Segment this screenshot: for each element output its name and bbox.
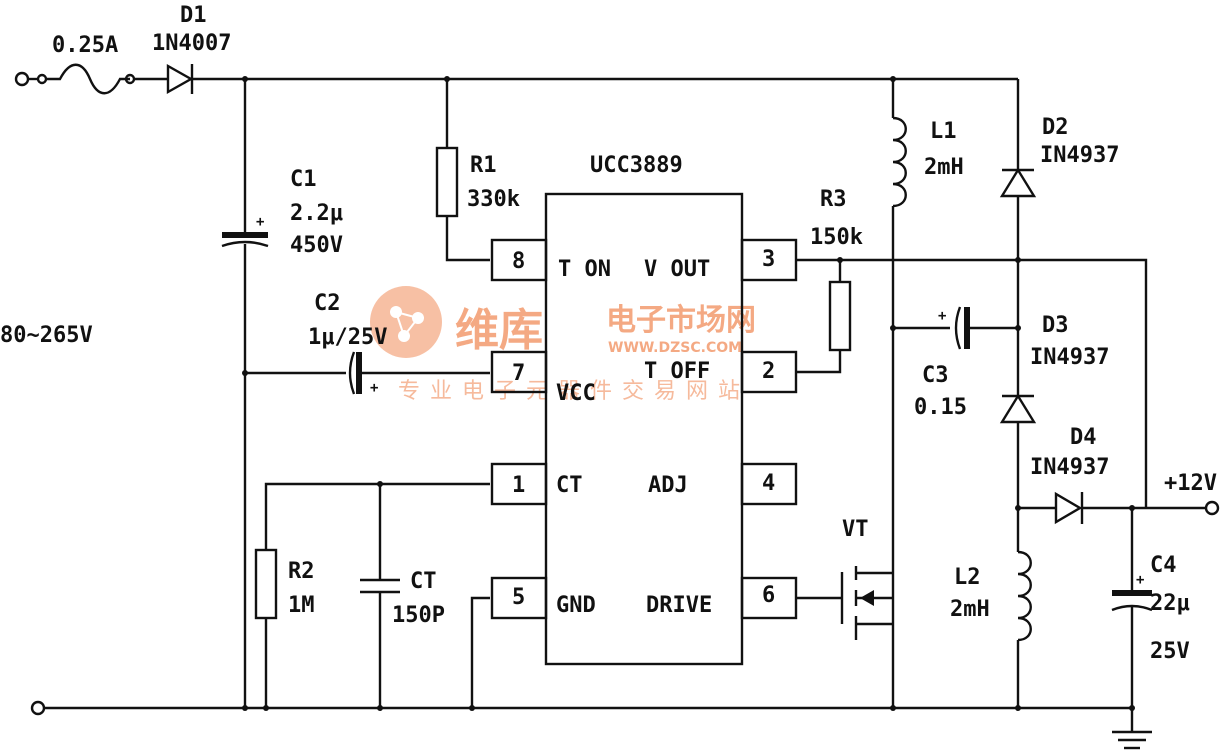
fuse-symbol (46, 63, 136, 95)
c3-ref-label: C3 (922, 363, 949, 388)
output-voltage-label: +12V (1164, 471, 1217, 496)
resistor-r2 (254, 548, 278, 620)
diode-d3 (999, 393, 1037, 424)
pin3-label: V OUT (644, 257, 710, 282)
d2-value-label: IN4937 (1040, 143, 1119, 168)
diode-d1 (166, 63, 194, 95)
l2-value-label: 2mH (950, 597, 990, 622)
ic-pin8 (490, 238, 548, 282)
pin7-label: VCC (556, 381, 596, 406)
mosfet-vt (840, 566, 895, 640)
input-voltage-label: 80~265V (0, 323, 93, 348)
fuse-rating-label: 0.25A (52, 33, 118, 58)
watermark-logo-text: 维库 (455, 305, 543, 356)
r3-ref-label: R3 (820, 187, 847, 212)
c1-voltage-label: 450V (290, 233, 343, 258)
l2-ref-label: L2 (954, 565, 981, 590)
r2-ref-label: R2 (288, 559, 315, 584)
ic-pin5 (490, 576, 548, 620)
c2-ref-label: C2 (314, 291, 341, 316)
pin4-label: ADJ (648, 473, 688, 498)
capacitor-c3: + (938, 306, 970, 350)
d3-value-label: IN4937 (1030, 345, 1109, 370)
ic-body (544, 192, 744, 666)
ic-pin7 (490, 350, 548, 394)
ic-pin4 (740, 462, 798, 506)
d1-value-label: 1N4007 (152, 31, 231, 56)
watermark-tagline: 专业电子元器件交易网站 (398, 379, 750, 404)
watermark-logo-icon (370, 286, 442, 358)
watermark-url: WWW.DZSC.COM (608, 340, 742, 356)
pin1-num: 1 (512, 473, 525, 498)
r3-value-label: 150k (810, 225, 863, 250)
diode-d2 (999, 167, 1037, 198)
wire-pin1 (264, 482, 490, 550)
pin2-label: T OFF (644, 359, 710, 384)
pin8-num: 8 (512, 249, 525, 274)
ic-name-label: UCC3889 (590, 153, 683, 178)
capacitor-c1: + (221, 214, 269, 248)
pin8-label: T ON (558, 257, 611, 282)
wire-pin5-gnd (470, 596, 490, 708)
output-terminal (1204, 500, 1220, 516)
d4-ref-label: D4 (1070, 425, 1097, 450)
d1-ref-label: D1 (180, 3, 207, 28)
pin7-num: 7 (512, 361, 525, 386)
pin4-num: 4 (762, 471, 775, 496)
watermark-market-text: 电子市场网 (606, 303, 756, 338)
l1-ref-label: L1 (930, 119, 957, 144)
pin6-num: 6 (762, 583, 775, 608)
capacitor-ct (360, 578, 400, 594)
c1-ref-label: C1 (290, 167, 317, 192)
d3-ref-label: D3 (1042, 313, 1069, 338)
diode-d4 (1054, 491, 1084, 525)
vt-ref-label: VT (842, 517, 869, 542)
watermark: 维库 电子市场网 WWW.DZSC.COM 专业电子元器件交易网站 (370, 286, 756, 404)
resistor-r1 (435, 146, 459, 218)
pin5-num: 5 (512, 585, 525, 610)
inductor-l1 (892, 116, 907, 208)
ct-ref-label: CT (410, 569, 437, 594)
input-terminal-top (14, 71, 30, 87)
ct-value-label: 150P (392, 603, 445, 628)
input-node (36, 73, 48, 85)
pin6-label: DRIVE (646, 593, 712, 618)
wire-r3-pin2 (796, 350, 842, 374)
resistor-r3 (828, 280, 852, 352)
svg-text:+: + (370, 380, 378, 396)
ic-pin1 (490, 462, 548, 506)
junction-dots (242, 76, 1135, 711)
c1-value-label: 2.2μ (290, 201, 343, 226)
pin2-num: 2 (762, 359, 775, 384)
c4-ref-label: C4 (1150, 553, 1177, 578)
pin3-num: 3 (762, 247, 775, 272)
wire-r1-pin8 (445, 216, 490, 262)
ground-icon (1112, 730, 1152, 750)
c2-value-label: 1μ/25V (308, 325, 387, 350)
r2-value-label: 1M (288, 593, 315, 618)
input-terminal-bottom (30, 700, 46, 716)
pin5-label: GND (556, 593, 596, 618)
l1-value-label: 2mH (924, 155, 964, 180)
svg-text:+: + (256, 214, 264, 230)
c4-voltage-label: 25V (1150, 639, 1190, 664)
d2-ref-label: D2 (1042, 115, 1069, 140)
c4-value-label: 22μ (1150, 591, 1190, 616)
inductor-l2 (1017, 550, 1032, 642)
capacitor-c2: + (348, 351, 378, 396)
c3-value-label: 0.15 (914, 395, 967, 420)
r1-value-label: 330k (467, 187, 520, 212)
wire-vout (796, 258, 1148, 508)
svg-text:+: + (1136, 572, 1144, 588)
r1-ref-label: R1 (470, 153, 497, 178)
pin1-label: CT (556, 473, 583, 498)
svg-text:+: + (938, 308, 946, 324)
